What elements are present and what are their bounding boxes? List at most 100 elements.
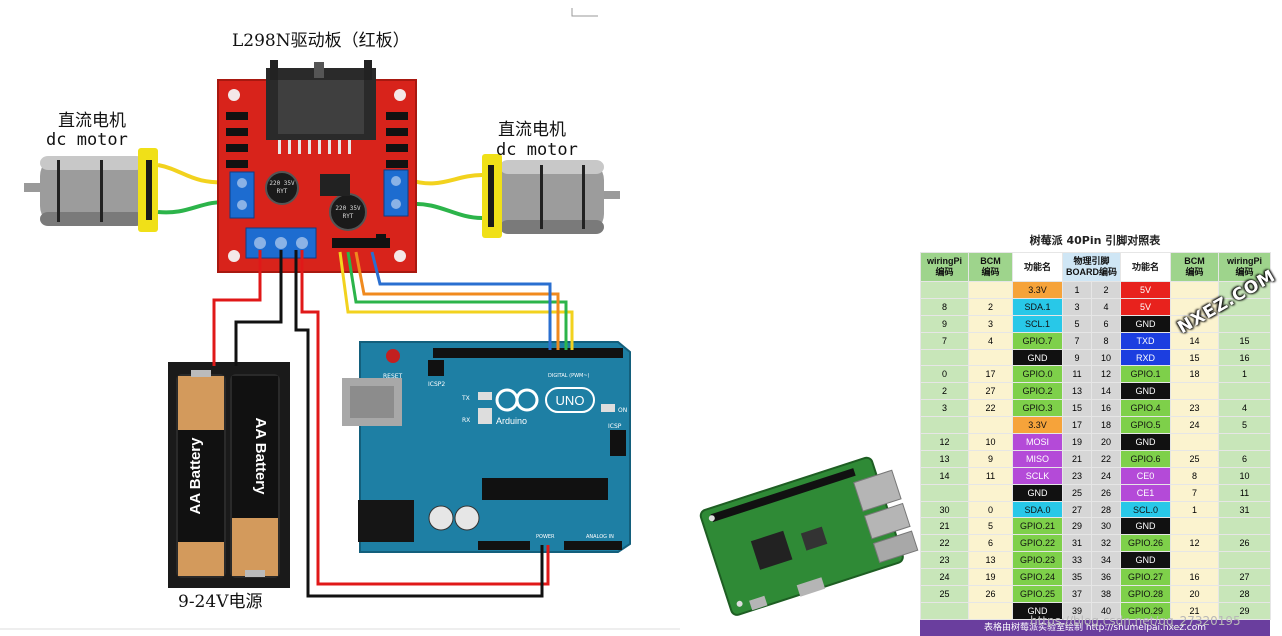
table-cell: 22 xyxy=(920,534,969,553)
table-cell: 7 xyxy=(1170,483,1219,502)
table-cell: 3.3V xyxy=(1012,416,1063,435)
source-watermark: https://blog.csdn.net/qq_27320195 xyxy=(1030,614,1241,628)
table-cell: 5 xyxy=(1062,314,1092,333)
table-cell: 20 xyxy=(1170,585,1219,603)
table-cell: 10 xyxy=(968,433,1013,451)
table-cell: 16 xyxy=(1091,399,1121,418)
table-cell: 3 xyxy=(1062,297,1092,316)
table-cell: 17 xyxy=(1062,416,1092,435)
table-cell: 23 xyxy=(1062,466,1092,485)
table-cell: GPIO.21 xyxy=(1012,517,1063,536)
table-cell: 21 xyxy=(920,517,969,536)
table-cell: 27 xyxy=(1218,568,1271,587)
table-cell xyxy=(1218,382,1271,401)
table-cell: 18 xyxy=(1170,365,1219,384)
left-dc-motor xyxy=(24,148,158,232)
table-cell: 14 xyxy=(1170,331,1219,350)
table-cell: GND xyxy=(1120,551,1171,570)
table-cell: GND xyxy=(1120,314,1171,333)
table-cell xyxy=(1218,551,1271,570)
table-cell: GPIO.2 xyxy=(1012,382,1063,401)
table-cell: 16 xyxy=(1218,348,1271,367)
table-cell: 24 xyxy=(1091,466,1121,485)
table-cell: 0 xyxy=(920,365,969,384)
table-cell: 23 xyxy=(920,551,969,570)
arduino-digital-label: DIGITAL (PWM~) xyxy=(548,373,590,379)
table-cell xyxy=(968,601,1013,620)
table-cell: MOSI xyxy=(1012,433,1063,451)
table-cell: 26 xyxy=(1218,534,1271,553)
l298n-driver-board: 220 35V RYT 220 35V RYT xyxy=(217,60,417,273)
table-cell: GND xyxy=(1012,483,1063,502)
table-cell: 40 xyxy=(1091,601,1121,620)
table-cell xyxy=(920,416,969,435)
table-cell: GND xyxy=(1012,348,1063,367)
arduino-analog-label: ANALOG IN xyxy=(586,534,614,540)
table-cell: CE0 xyxy=(1120,466,1171,485)
table-cell: 10 xyxy=(1091,348,1121,367)
table-cell: GPIO.28 xyxy=(1120,585,1171,603)
right-motor-label-cn: 直流电机 xyxy=(498,120,566,140)
raspberry-pi-board xyxy=(699,456,919,616)
table-cell: 15 xyxy=(1218,331,1271,350)
table-cell: 3.3V xyxy=(1012,281,1063,299)
table-cell: 9 xyxy=(920,314,969,333)
battery-holder xyxy=(168,362,290,588)
table-cell: RXD xyxy=(1120,348,1171,367)
svg-text:220 35V: 220 35V xyxy=(335,205,361,212)
arduino-icsp-label: ICSP2 xyxy=(428,381,445,388)
table-cell: GPIO.7 xyxy=(1012,331,1063,350)
table-cell: 32 xyxy=(1091,534,1121,553)
table-cell: GPIO.3 xyxy=(1012,399,1063,418)
table-cell: 3 xyxy=(968,314,1013,333)
table-cell: 29 xyxy=(1218,601,1271,620)
svg-text:RYT: RYT xyxy=(277,188,288,195)
signal-wires xyxy=(338,251,574,350)
table-cell: GPIO.22 xyxy=(1012,534,1063,553)
wiring-diagram: 220 35V RYT 220 35V RYT AA Battery AA Ba… xyxy=(0,8,680,630)
table-cell xyxy=(1218,297,1271,316)
table-cell: GPIO.27 xyxy=(1120,568,1171,587)
table-cell: GND xyxy=(1012,601,1063,620)
board-title: L298N驱动板（红板） xyxy=(232,31,410,51)
table-cell: 18 xyxy=(1091,416,1121,435)
table-cell: GPIO.29 xyxy=(1120,601,1171,620)
table-cell: 5 xyxy=(968,517,1013,536)
table-cell: 8 xyxy=(1091,331,1121,350)
table-cell: 34 xyxy=(1091,551,1121,570)
table-cell: SDA.1 xyxy=(1012,297,1063,316)
table-cell: 24 xyxy=(1170,416,1219,435)
table-cell: GND xyxy=(1120,382,1171,401)
table-cell: 6 xyxy=(1218,449,1271,468)
pin-table-title: 树莓派 40Pin 引脚对照表 xyxy=(1029,234,1161,247)
pin-table-header-cell: 物理引脚 BOARD编码 xyxy=(1062,252,1121,282)
table-cell: 12 xyxy=(1170,534,1219,553)
pin-table-header-cell: wiringPi 编码 xyxy=(1218,252,1271,282)
arduino-power-label: POWER xyxy=(536,534,555,540)
table-cell: SCL.0 xyxy=(1120,500,1171,519)
table-cell: 14 xyxy=(920,466,969,485)
table-cell: MISO xyxy=(1012,449,1063,468)
table-cell: 30 xyxy=(920,500,969,519)
table-cell: 11 xyxy=(1218,483,1271,502)
table-cell: 12 xyxy=(1091,365,1121,384)
table-cell xyxy=(1170,382,1219,401)
table-cell: 9 xyxy=(1062,348,1092,367)
table-cell: 22 xyxy=(968,399,1013,418)
pin-table-footer: 表格由树莓派实验室绘制 http://shumeipai.nxez.com xyxy=(920,619,1270,636)
table-cell: GPIO.0 xyxy=(1012,365,1063,384)
table-cell xyxy=(968,416,1013,435)
